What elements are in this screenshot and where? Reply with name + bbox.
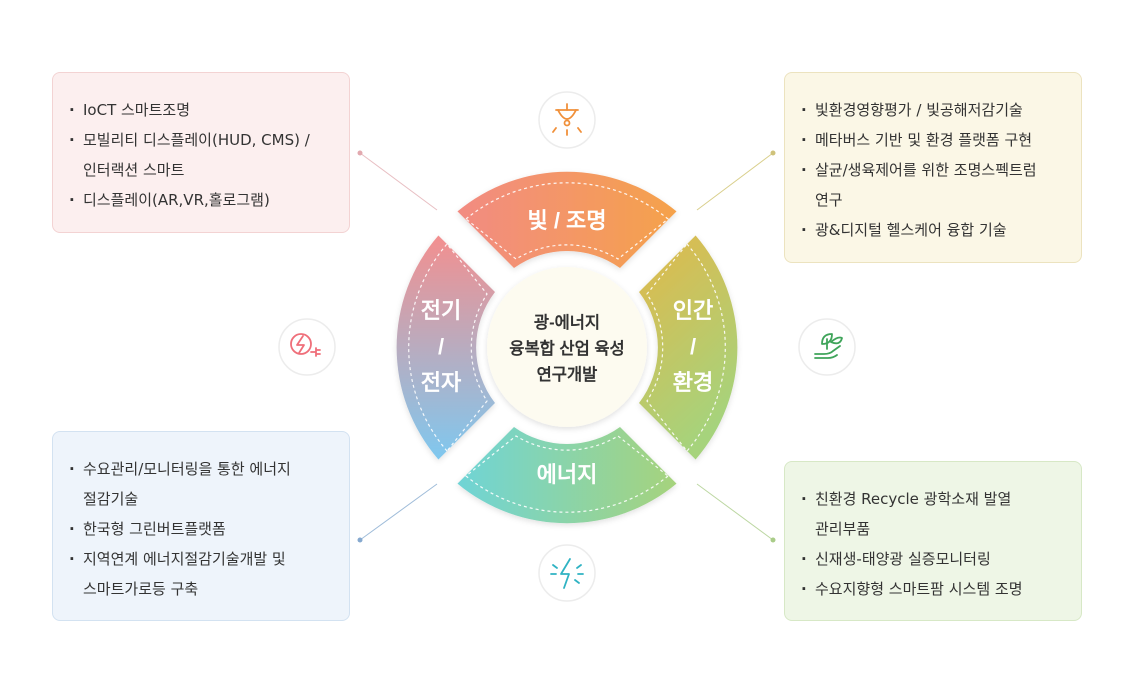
list-item-continuation: 스마트가로등 구축 bbox=[83, 580, 199, 598]
center-circle bbox=[487, 267, 647, 427]
list-item: 디스플레이(AR,VR,홀로그램) bbox=[69, 185, 333, 215]
list-item: 친환경 Recycle 광학소재 발열 bbox=[801, 484, 1065, 514]
segment-label-left-line-3: 전자 bbox=[421, 370, 462, 395]
info-box-bottom-right: 친환경 Recycle 광학소재 발열 관리부품 신재생-태양광 실증모니터링 … bbox=[784, 461, 1082, 621]
list-item: 광&디지털 헬스케어 융합 기술 bbox=[801, 215, 1065, 245]
center-text-line-3: 연구개발 bbox=[537, 365, 598, 384]
segment-label-right-line-2: / bbox=[690, 334, 696, 359]
list-item: 메타버스 기반 및 환경 플랫폼 구현 bbox=[801, 125, 1065, 155]
list-item: IoCT 스마트조명 bbox=[69, 95, 333, 125]
segment-label-top: 빛 / 조명 bbox=[527, 208, 606, 233]
connector-bottom-left bbox=[359, 483, 438, 541]
segment-label-right-line-3: 환경 bbox=[673, 370, 713, 395]
info-box-top-left: IoCT 스마트조명 모빌리티 디스플레이(HUD, CMS) / 인터랙션 스… bbox=[52, 72, 350, 233]
segment-label-left-line-2: / bbox=[438, 334, 444, 359]
connector-top-right bbox=[696, 152, 774, 211]
list-item-continuation: 관리부품 bbox=[815, 520, 871, 538]
center-text-line-2: 융복합 산업 육성 bbox=[509, 338, 624, 358]
segment-left-electric-electronic bbox=[396, 235, 495, 460]
segment-label-left-line-1: 전기 bbox=[421, 298, 461, 323]
segment-label-right-line-1: 인간 bbox=[673, 298, 713, 323]
list-item: 살균/생육제어를 위한 조명스펙트럼 bbox=[801, 155, 1065, 185]
connector-lines bbox=[357, 150, 776, 543]
list-item: 한국형 그린버트플랫폼 bbox=[69, 514, 333, 544]
segment-label-bottom: 에너지 bbox=[537, 462, 598, 487]
lightning-sparkle-icon bbox=[538, 544, 596, 602]
list-item: 수요관리/모니터링을 통한 에너지 bbox=[69, 454, 333, 484]
segment-top-light bbox=[457, 171, 677, 268]
list-item: 신재생-태양광 실증모니터링 bbox=[801, 544, 1065, 574]
info-box-top-right: 빛환경영향평가 / 빛공해저감기술 메타버스 기반 및 환경 플랫폼 구현 살균… bbox=[784, 72, 1082, 263]
list-item-continuation: 인터랙션 스마트 bbox=[83, 161, 185, 179]
connector-bottom-right bbox=[696, 483, 774, 541]
center-text-line-1: 광-에너지 bbox=[534, 313, 600, 332]
info-box-bottom-left: 수요관리/모니터링을 통한 에너지 절감기술 한국형 그린버트플랫폼 지역연계 … bbox=[52, 431, 350, 621]
list-item-continuation: 연구 bbox=[815, 191, 843, 209]
segment-right-human-environment bbox=[639, 235, 738, 460]
connector-top-left bbox=[359, 152, 438, 211]
list-item: 모빌리티 디스플레이(HUD, CMS) / bbox=[69, 125, 333, 155]
list-item: 수요지향형 스마트팜 시스템 조명 bbox=[801, 574, 1065, 604]
list-item: 지역연계 에너지절감기술개발 및 bbox=[69, 544, 333, 574]
list-item: 빛환경영향평가 / 빛공해저감기술 bbox=[801, 95, 1065, 125]
electric-plug-icon bbox=[278, 318, 336, 376]
list-item-continuation: 절감기술 bbox=[83, 490, 139, 508]
ceiling-lamp-icon bbox=[538, 91, 596, 149]
hand-leaf-icon bbox=[798, 318, 856, 376]
dashed-outlines bbox=[408, 182, 726, 513]
segment-bottom-energy bbox=[457, 427, 677, 524]
